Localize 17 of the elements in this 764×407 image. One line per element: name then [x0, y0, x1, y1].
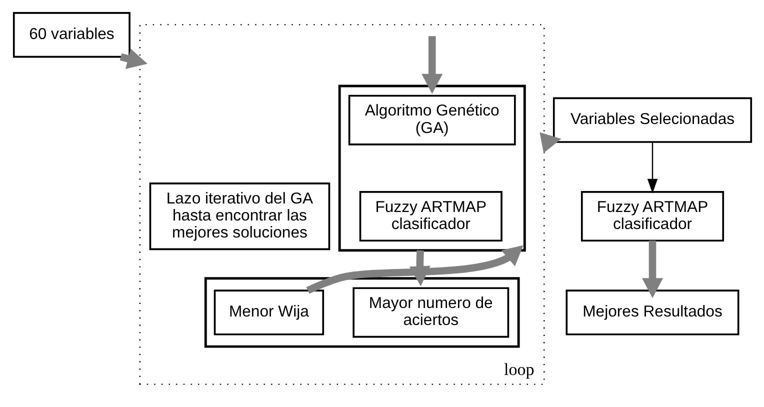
node-box: Mayor numero de aciertos	[352, 287, 509, 338]
node-box: Variables Selecionadas	[552, 97, 752, 143]
node-box: Lazo iterativo del GA hasta encontrar las mejores soluciones	[148, 182, 330, 250]
node-box: Mejores Resultados	[565, 290, 739, 336]
node-box: Fuzzy ARTMAP clasificador	[358, 191, 502, 242]
cluster	[204, 277, 520, 348]
arrow	[539, 132, 561, 153]
node-box: Fuzzy ARTMAP clasificador	[580, 191, 724, 242]
node-box: Menor Wija	[213, 290, 324, 336]
node-box: 60 variables	[12, 12, 130, 58]
node-box: Algoritmo Genético (GA)	[348, 94, 516, 146]
cluster	[338, 84, 526, 252]
arrow	[642, 240, 663, 298]
arrow	[119, 48, 147, 70]
arrow	[646, 142, 658, 194]
arrow	[306, 245, 523, 294]
arrow	[421, 36, 442, 94]
